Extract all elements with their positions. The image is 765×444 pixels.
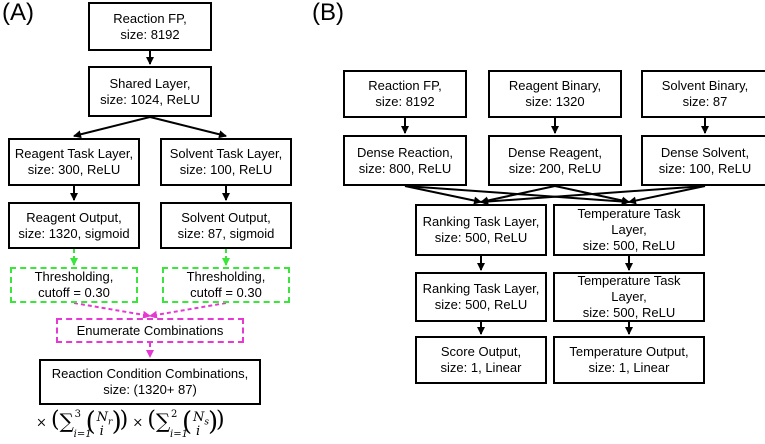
box-line: Reagent Output, — [26, 209, 122, 225]
box-line: size: 8192 — [375, 94, 435, 109]
box-line: size: 100, ReLU — [658, 160, 752, 176]
shared-layer-box: Shared Layer, size: 1024, ReLU — [88, 66, 212, 117]
paren-glyph: ( — [147, 407, 157, 433]
sum-lower: i=1 — [73, 429, 92, 440]
box-line: Temperature Task — [577, 273, 681, 288]
box-line: size: 500, ReLU — [434, 230, 528, 245]
box-line: Layer, — [611, 289, 647, 304]
box-line: Dense Solvent, — [660, 144, 750, 160]
binomial: ( Ns i ) — [182, 407, 219, 439]
binomial: ( Nr i ) — [85, 407, 122, 439]
reaction-fp-b-box: Reaction FP, size: 8192 — [343, 70, 467, 118]
panel-b-label: (B) — [312, 0, 344, 26]
box-line: size: 500, ReLU — [434, 297, 528, 312]
reaction-condition-combinations-box: Reaction Condition Combinations, size: (… — [39, 359, 261, 405]
arrow-dense-reaction-to-ranking — [404, 185, 482, 205]
binom-top: Ns — [193, 410, 210, 428]
arrow-threshold-left-to-enumerate — [73, 302, 151, 319]
sum-upper: 3 — [74, 409, 82, 420]
box-line: Solvent Output, — [181, 209, 271, 225]
box-line: size: 100, ReLU — [179, 162, 273, 177]
dense-solvent-box: Dense Solvent, size: 100, ReLU — [641, 135, 765, 186]
box-line: Reagent Task Layer, — [14, 146, 134, 161]
arrow-dense-reagent-to-ranking — [480, 185, 556, 205]
box-line: Thresholding, — [186, 269, 266, 284]
binom-top: Nr — [96, 410, 113, 428]
reagent-binary-box: Reagent Binary, size: 1320 — [488, 70, 622, 118]
arrow-dense-solvent-to-ranking — [480, 185, 706, 206]
combination-formula: × ( ∑ 3 i=1 ( Nr i ) ) × ( ∑ 2 i=1 ( Ns … — [36, 407, 225, 440]
paren-glyph: ) — [119, 407, 129, 433]
box-line: Temperature Task — [577, 206, 681, 221]
box-line: size: 1320 — [525, 94, 585, 109]
dense-reaction-box: Dense Reaction, size: 800, ReLU — [343, 135, 467, 186]
arrow-threshold-right-to-enumerate — [149, 302, 227, 319]
box-line: size: 1, Linear — [588, 360, 670, 375]
box-line: cutoff = 0.30 — [190, 285, 262, 300]
box-line: Ranking Task Layer, — [422, 281, 540, 296]
enumerate-combinations-box: Enumerate Combinations — [56, 318, 244, 343]
ranking-task-layer-2-box: Ranking Task Layer, size: 500, ReLU — [415, 272, 547, 322]
temperature-task-layer-2-box: Temperature Task Layer, size: 500, ReLU — [553, 272, 705, 322]
paren-glyph: ) — [216, 407, 225, 433]
sum-sign: ∑ 3 i=1 — [60, 408, 92, 440]
box-line: Ranking Task Layer, — [422, 214, 540, 229]
box-line: cutoff = 0.30 — [38, 285, 110, 300]
reagent-task-layer-box: Reagent Task Layer, size: 300, ReLU — [8, 138, 140, 186]
box-line: Solvent Task Layer, — [169, 146, 283, 161]
box-line: size: 1024, ReLU — [100, 91, 200, 107]
box-line: size: 200, ReLU — [508, 160, 602, 176]
box-line: size: 8192 — [120, 26, 180, 42]
box-line: Reaction FP, — [113, 10, 187, 26]
box-line: Reagent Binary, — [508, 78, 602, 93]
paren-glyph: ( — [51, 407, 60, 433]
arrow-dense-solvent-to-temperature — [628, 185, 706, 205]
ranking-task-layer-1-box: Ranking Task Layer, size: 500, ReLU — [415, 204, 547, 256]
times-sign: × — [36, 415, 47, 431]
score-output-box: Score Output, size: 1, Linear — [415, 336, 547, 384]
solvent-output-box: Solvent Output, size: 87, sigmoid — [160, 202, 292, 249]
solvent-binary-box: Solvent Binary, size: 87 — [641, 70, 765, 118]
box-line: Dense Reagent, — [508, 144, 602, 160]
arrow-shared-to-solvent-task — [149, 116, 227, 139]
sum-sign: ∑ 2 i=1 — [156, 408, 188, 440]
box-line: Layer, — [611, 222, 647, 237]
box-line: Dense Reaction, — [356, 144, 454, 160]
sum-upper: 2 — [171, 409, 178, 420]
box-line: Reaction FP, — [368, 78, 442, 93]
box-line: Enumerate Combinations — [76, 322, 224, 338]
thresholding-right-box: Thresholding, cutoff = 0.30 — [162, 267, 290, 303]
box-line: size: 87, sigmoid — [177, 225, 275, 241]
panel-a-label: (A) — [2, 0, 34, 26]
box-line: Temperature Output, — [569, 344, 689, 359]
box-line: size: 800, ReLU — [358, 160, 452, 176]
reagent-output-box: Reagent Output, size: 1320, sigmoid — [8, 202, 140, 249]
times-sign: × — [132, 415, 144, 431]
temperature-output-box: Temperature Output, size: 1, Linear — [553, 336, 705, 384]
solvent-task-layer-box: Solvent Task Layer, size: 100, ReLU — [160, 138, 292, 186]
sum-lower: i=1 — [170, 429, 188, 440]
box-line: size: 500, ReLU — [582, 238, 676, 253]
binom-bottom: i — [196, 424, 201, 439]
reaction-fp-box: Reaction FP, size: 8192 — [88, 2, 212, 51]
box-line: Thresholding, — [34, 269, 114, 284]
box-line: Score Output, — [440, 344, 522, 359]
box-line: size: (1320+ 87) — [103, 382, 197, 397]
box-line: Reaction Condition Combinations, — [51, 366, 249, 381]
binom-bottom: i — [99, 424, 104, 439]
box-line: size: 300, ReLU — [27, 162, 121, 177]
box-line: Shared Layer, — [109, 75, 191, 91]
thresholding-left-box: Thresholding, cutoff = 0.30 — [10, 267, 138, 303]
box-line: Solvent Binary, — [661, 78, 749, 93]
dense-reagent-box: Dense Reagent, size: 200, ReLU — [488, 135, 622, 186]
box-line: size: 1, Linear — [440, 360, 522, 375]
temperature-task-layer-1-box: Temperature Task Layer, size: 500, ReLU — [553, 204, 705, 256]
box-line: size: 1320, sigmoid — [18, 225, 130, 241]
arrow-shared-to-reagent-task — [73, 116, 151, 139]
box-line: size: 500, ReLU — [582, 305, 676, 320]
box-line: size: 87 — [682, 94, 728, 109]
